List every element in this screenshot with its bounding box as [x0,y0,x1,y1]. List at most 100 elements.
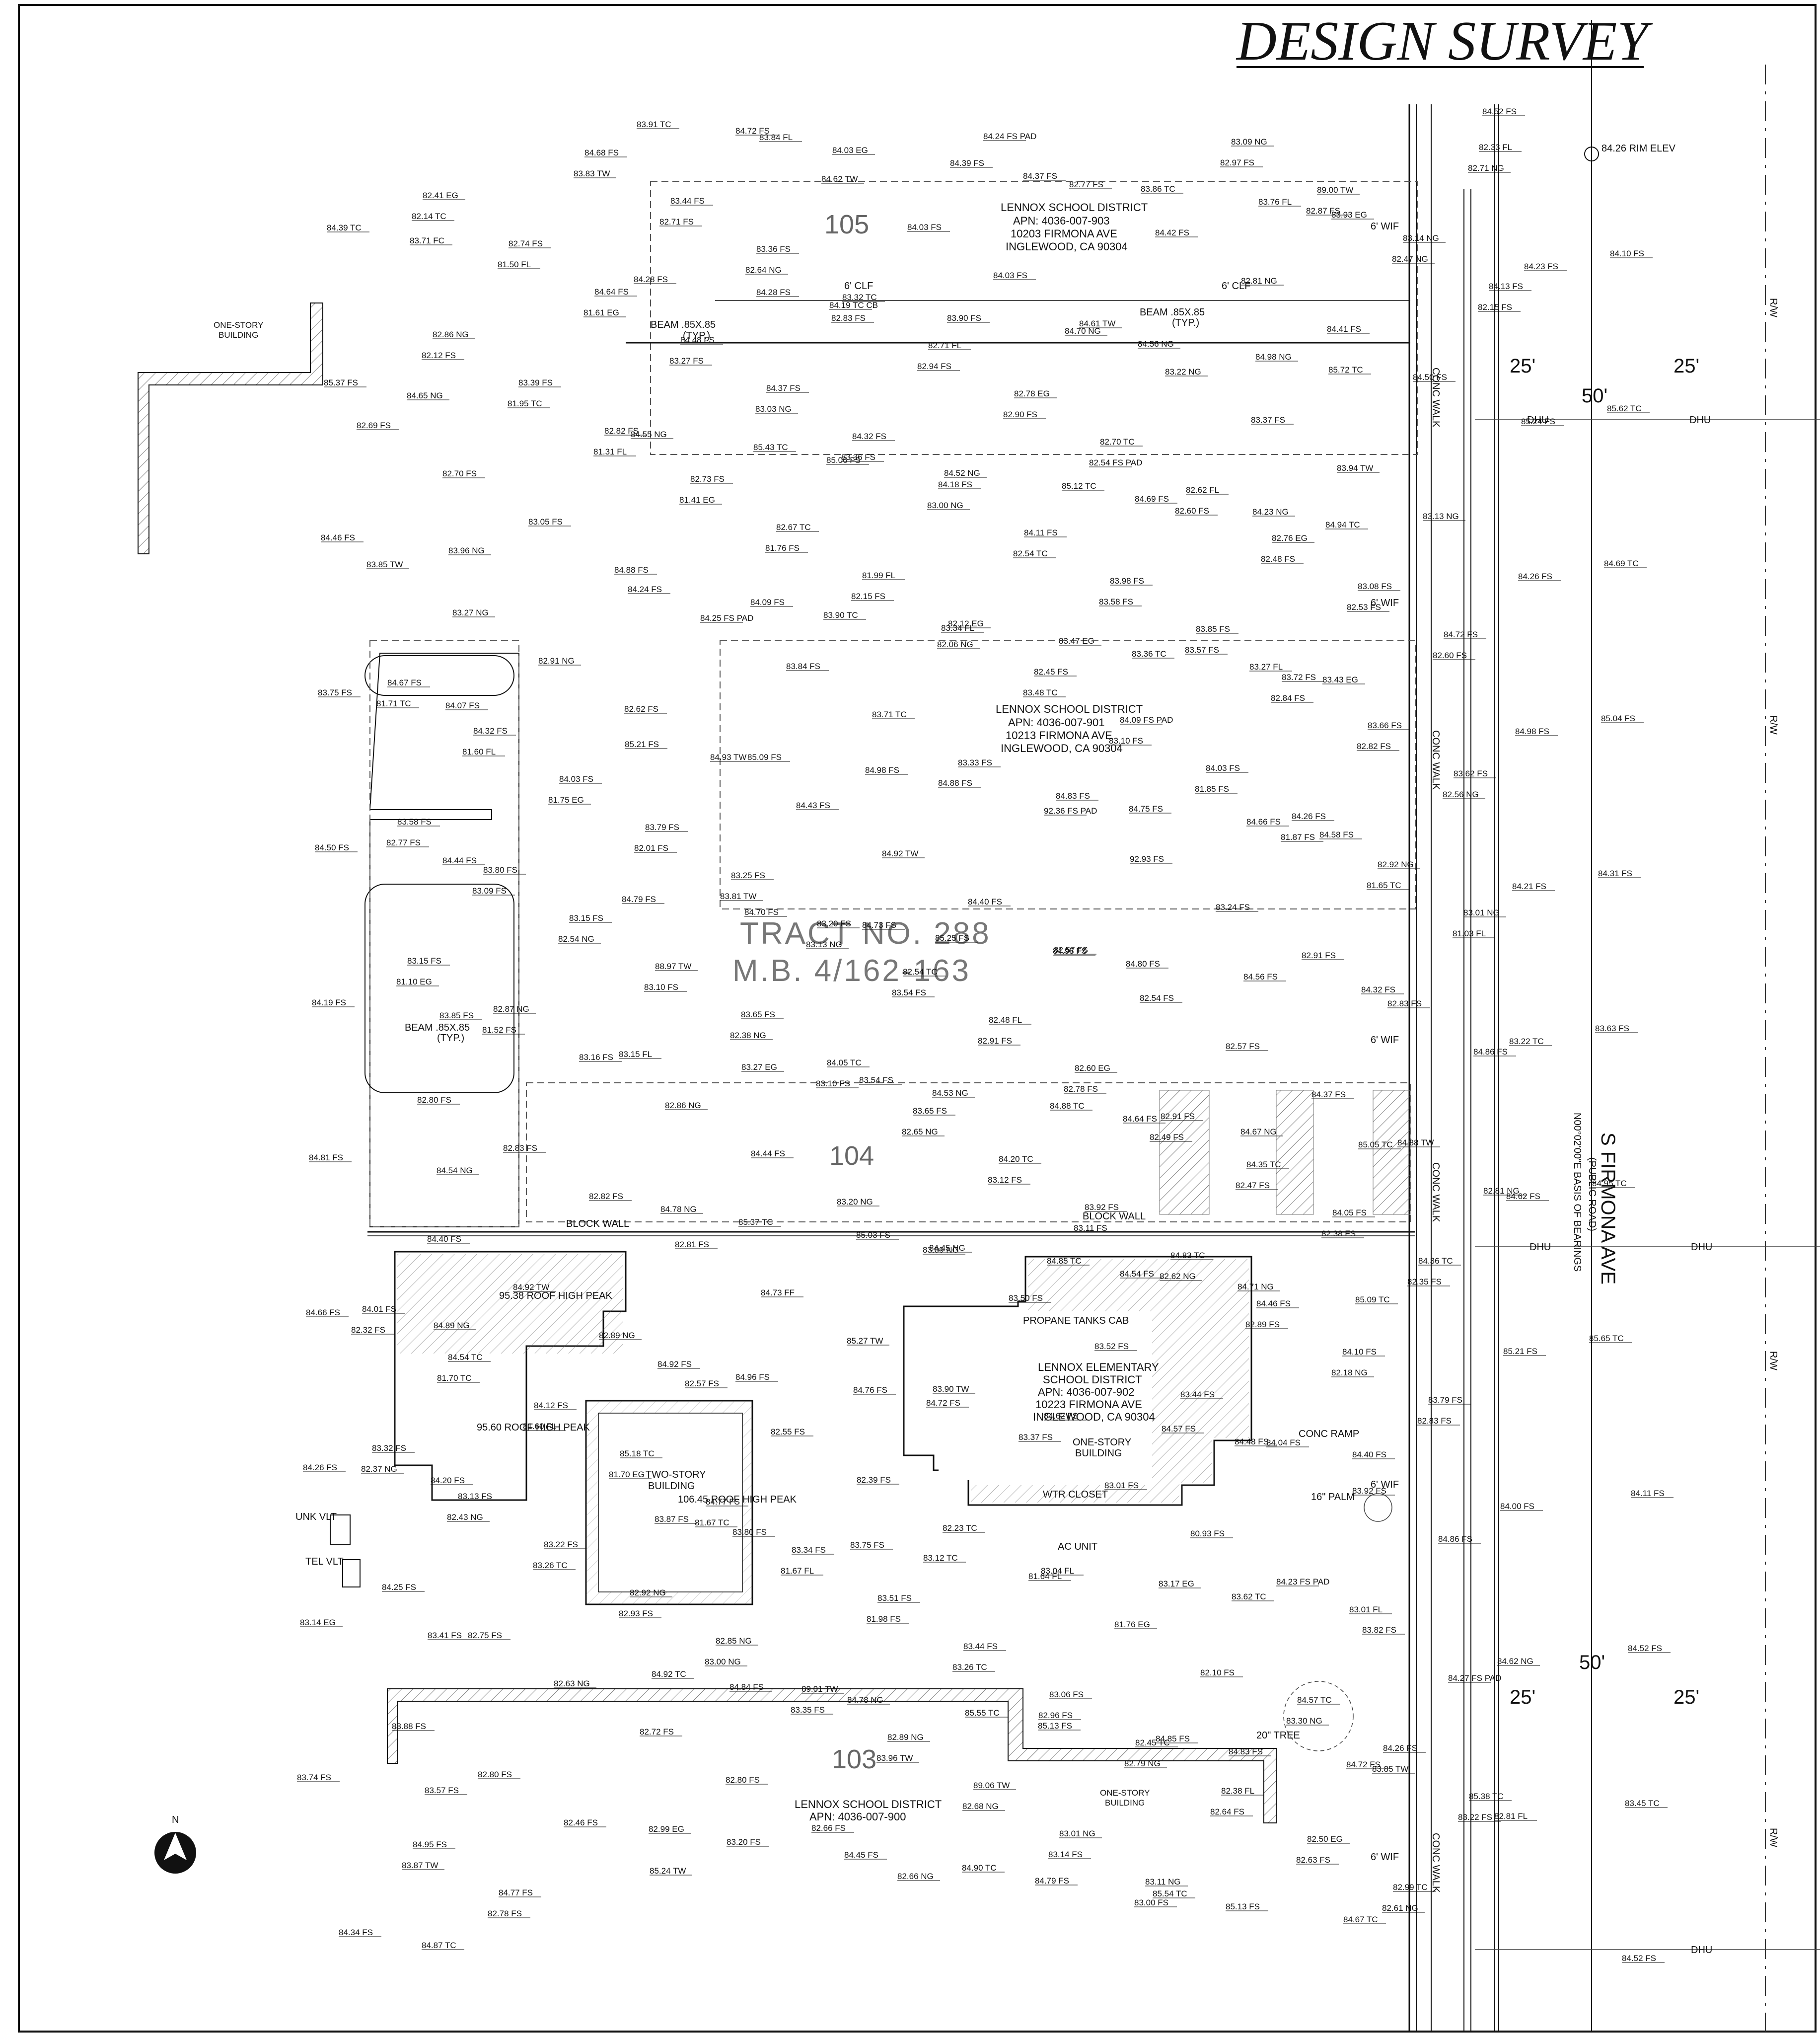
elevation-label: 83.14 FS [1048,1850,1083,1859]
unk-vlt-label: UNK VLT [295,1511,337,1522]
elevation-label: 83.85 TW [1372,1764,1408,1774]
elevation-label: 84.50 FS [1413,373,1447,382]
conc-ramp-label: CONC RAMP [1299,1429,1359,1439]
elevation-label: 82.39 FS [857,1475,891,1485]
west-lot-dashed [369,640,519,1227]
elevation-label: 92.93 FS [1130,854,1164,864]
elevation-label: 84.57 FS [1162,1424,1196,1433]
elevation-label: 83.44 FS [1180,1390,1215,1399]
street-bearing: N00°02'00"E BASIS OF BEARINGS [1572,1113,1583,1272]
elevation-label: 84.90 TC [962,1863,997,1873]
dhu-label-2: DHU [1689,415,1711,426]
elevation-label: 83.80 FS [732,1527,767,1537]
elevation-label: 83.36 FS [756,244,791,254]
elevation-label: 82.57 FS [1226,1042,1260,1051]
elevation-label: 82.87 FS [1306,206,1340,216]
elevation-label: 82.49 FS [1150,1132,1184,1142]
elevation-label: 83.13 NG [806,940,842,949]
hatched-pad-1 [1159,1090,1210,1215]
elevation-label: 83.91 TC [637,120,671,129]
elevation-label: 81.50 FL [498,260,531,269]
elevation-label: 84.28 FS [756,288,791,297]
elevation-label: 84.69 TC [1604,559,1639,568]
elevation-label: 82.61 NG [1382,1903,1418,1913]
elevation-label: 84.09 FS PAD [1120,715,1173,725]
tract-number: TRACT NO. 288 [740,916,991,951]
elevation-label: 81.31 FL [593,447,627,456]
elevation-label: 84.52 FS [1628,1644,1662,1653]
elevation-label: 82.60 EG [1075,1063,1110,1073]
elevation-label: 84.39 TC [327,223,362,232]
elevation-label: 82.55 FS [771,1427,805,1436]
elevation-label: 82.75 FS [468,1631,502,1640]
elevation-label: 83.54 FS [892,988,926,997]
elevation-label: 83.57 FS [1185,645,1219,655]
elevation-label: 83.65 FS [913,1106,947,1116]
elevation-label: 84.28 FS [634,275,668,284]
elevation-label: 84.44 FS [751,1149,785,1158]
beam-label-3: BEAM .85X.85 [405,1022,470,1033]
elevation-label: 81.99 FL [862,571,895,580]
elevation-label: 82.70 FS [442,469,477,478]
dhu-label-5: DHU [1691,1945,1712,1956]
elevation-label: 84.55 NG [631,430,667,439]
elevation-label: 84.92 TW [513,1283,549,1292]
parcel-901-outline [720,640,1416,909]
elevation-label: 82.74 FS [509,239,543,248]
elevation-label: 84.32 FS [473,726,508,736]
elevation-label: 82.96 FS [1038,1711,1073,1720]
elevation-label: 83.15 FS [569,913,603,923]
beam-typ-1: (TYP.) [683,330,710,341]
elevation-label: 84.88 FS [938,778,972,788]
elevation-label: 84.78 NG [847,1695,883,1705]
elevation-label: 84.83 TC [1170,1251,1205,1260]
rw-label-2: R/W [1768,715,1779,735]
elevation-label: 82.12 EG [948,619,984,628]
north-arrow: N [154,1814,196,1874]
manhole-icon [1584,147,1599,161]
elevation-label: 82.89 NG [599,1331,635,1340]
rim-elevation: 84.26 RIM ELEV [1602,143,1676,154]
elevation-label: 85.25 FS [935,933,969,943]
elementary-building-hatch [971,1259,1249,1503]
elevation-label: 82.37 NG [361,1464,397,1474]
elevation-label: 83.74 FS [297,1773,331,1782]
elevation-label: 84.25 FS PAD [700,613,753,623]
elevation-label: 82.90 FS [1003,410,1037,419]
elevation-label: 83.92 FS [1352,1486,1386,1496]
elevation-label: 83.51 FS [877,1593,912,1603]
nw-building [138,302,323,554]
elevation-label: 82.97 FS [1220,158,1254,167]
elevation-label: 80.93 FS [1190,1529,1225,1538]
elevation-label: 81.52 FS [482,1025,516,1035]
elevation-label: 82.83 FS [1417,1416,1452,1426]
elevation-label: 82.71 NG [1468,163,1504,173]
elevation-label: 82.84 FS [1271,693,1305,703]
elevation-label: 83.22 NG [1165,367,1201,377]
elevation-label: 82.81 FS [675,1240,709,1249]
elevation-label: 82.78 EG [1014,389,1050,398]
tree-icon [1283,1681,1354,1751]
elevation-label: 84.03 EG [832,146,868,155]
elevation-label: 84.94 TC [1325,520,1360,529]
elevation-label: 82.76 EG [1272,533,1308,543]
parcel-103-number: 103 [832,1744,876,1774]
elevation-label: 82.70 TC [1100,437,1135,447]
elevation-label: 83.36 FS [841,453,875,462]
elevation-label: 82.83 FS [831,313,866,323]
elevation-label: 83.00 NG [705,1657,741,1666]
elevation-label: 82.46 FS [564,1818,598,1827]
clf-label: 6' CLF [844,281,873,292]
elevation-label: 83.01 FL [1349,1605,1383,1614]
elevation-label: 84.39 FS [950,158,984,168]
elevation-label: 84.52 NG [944,468,980,478]
dim-25-bottom-right: 25' [1674,1686,1699,1708]
elevation-label: 84.26 FS [1518,572,1552,581]
elevation-label: 82.56 NG [1443,790,1479,799]
elevation-label: 84.23 NG [1252,507,1289,517]
elevation-label: 83.87 FS [655,1514,689,1524]
elevation-label: 83.35 FS [791,1705,825,1715]
elevation-label: 84.88 FS [614,565,649,575]
elevation-label: 83.65 FS [741,1010,775,1019]
elevation-label: 84.86 FS [1473,1047,1508,1056]
